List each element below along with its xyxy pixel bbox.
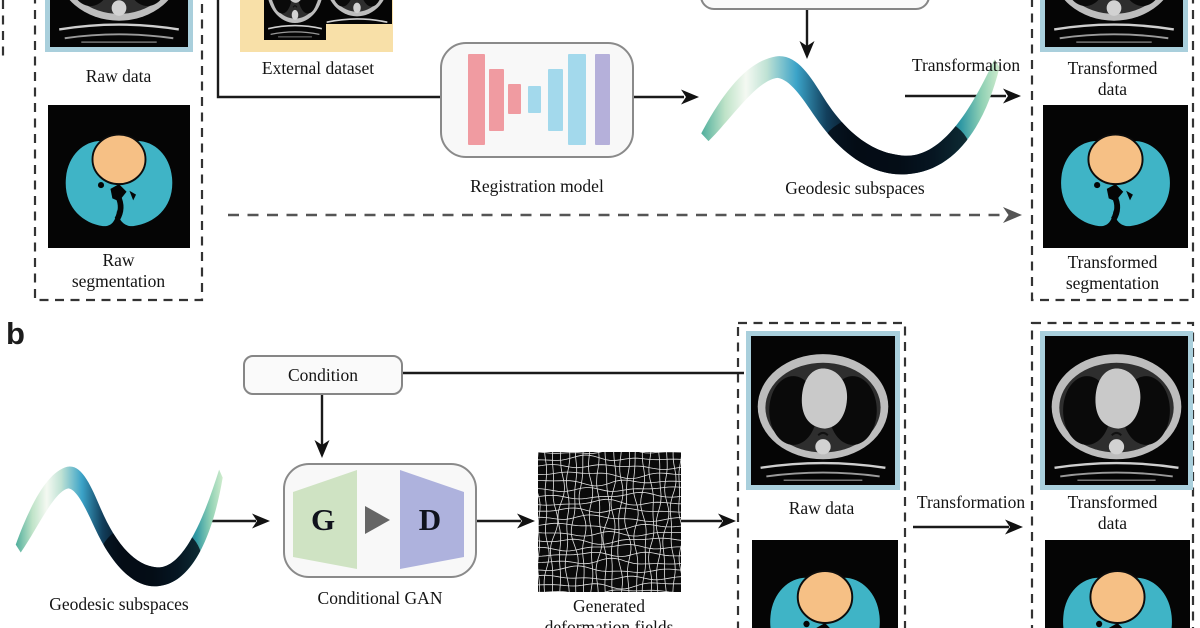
condition-box: Condition: [243, 355, 403, 395]
raw-segmentation-image-b: [752, 540, 898, 628]
registration-model-box: [440, 42, 634, 158]
geodesic-surface-b: [10, 446, 232, 594]
transformed-data-label-b: Transformed data: [1067, 492, 1158, 533]
decoder-bar-2: [548, 69, 563, 131]
conditional-gan-box: [283, 463, 477, 578]
decoder-bar-1: [528, 86, 541, 113]
discriminator-letter: D: [418, 502, 442, 537]
dashed-segmentation-arrow: [228, 207, 1022, 223]
transformed-segmentation-image-b: [1045, 540, 1190, 628]
external-dataset-label: External dataset: [261, 58, 375, 78]
generator-letter: G: [310, 502, 336, 537]
generated-deformation-label: Generated deformation fields: [544, 596, 674, 628]
transformation-label-b: Transformation: [916, 492, 1026, 512]
encoder-bar-3: [508, 84, 521, 114]
condition-label: Condition: [287, 365, 358, 385]
transformed-segmentation-label: Transformed segmentation: [1065, 252, 1160, 293]
registration-model-label: Registration model: [470, 176, 604, 196]
transformed-data-ct-image-b: [1040, 331, 1193, 490]
transformed-data-ct-image: [1040, 0, 1188, 52]
solid-connectors: [208, 0, 1009, 529]
panel-b-letter: b: [6, 316, 25, 351]
raw-segmentation-image: [48, 105, 190, 248]
generator-trapezoid: [293, 470, 357, 569]
deformation-grid-image: [538, 452, 681, 592]
raw-data-ct-image: [45, 0, 193, 52]
raw-data-label: Raw data: [85, 66, 152, 86]
decoder-bar-3: [568, 54, 586, 145]
gan-arrow-icon: [365, 506, 390, 534]
raw-segmentation-label: Raw segmentation: [71, 250, 166, 291]
raw-data-label-b: Raw data: [788, 498, 855, 518]
geodesic-subspaces-label-b: Geodesic subspaces: [49, 594, 189, 614]
raw-data-ct-image-b: [746, 331, 900, 490]
output-bar: [595, 54, 610, 145]
transformed-segmentation-image: [1043, 105, 1188, 248]
encoder-bar-2: [489, 69, 504, 131]
transformed-data-label-a: Transformed data: [1067, 58, 1158, 99]
external-dataset-thumbnails: [240, 0, 393, 52]
conditional-gan-label: Conditional GAN: [317, 588, 443, 608]
discriminator-trapezoid: [400, 470, 464, 569]
geodesic-subspaces-label-a: Geodesic subspaces: [785, 178, 925, 198]
external-to-registration-connector: [216, 0, 440, 99]
arrowheads: [252, 41, 1023, 535]
cropped-top-box: [700, 0, 930, 10]
gan-shapes: [293, 470, 464, 569]
encoder-bar-1: [468, 54, 485, 145]
transformation-label-a: Transformation: [911, 55, 1021, 75]
